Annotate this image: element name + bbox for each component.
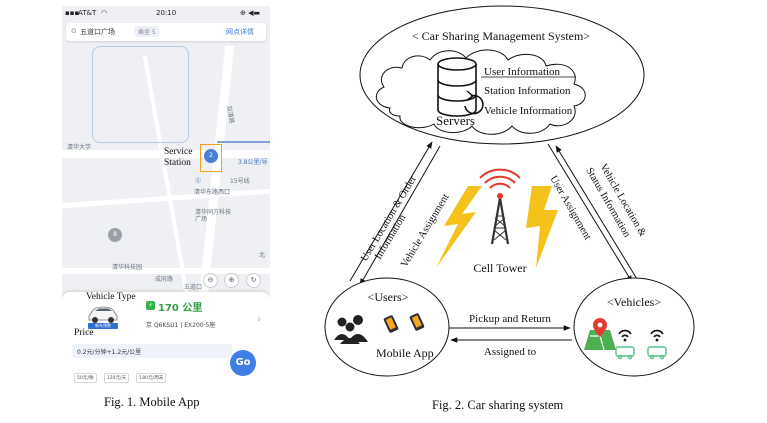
management-system-title: < Car Sharing Management System> xyxy=(412,29,590,43)
price-chip-weekend[interactable]: 180元/周末 xyxy=(136,373,167,383)
map-label-wudaokou: 五道口 xyxy=(184,284,203,291)
battery-icon: ⊕ ◀▬ xyxy=(240,9,261,17)
road-horizontal xyxy=(62,150,270,158)
road-lower xyxy=(62,268,270,274)
pickup-return-label: Pickup and Return xyxy=(469,313,551,325)
carrier-label: AT&T xyxy=(78,9,97,17)
mobile-app-label: Mobile App xyxy=(376,346,434,360)
assigned-to-label: Assigned to xyxy=(484,346,537,358)
price-chip-day[interactable]: 120元/天 xyxy=(103,373,130,383)
map-label-station-west: 清华东路西口 xyxy=(194,189,231,196)
station-details-button[interactable]: 网点详情 xyxy=(226,28,254,36)
locate-icon[interactable]: ⊕ xyxy=(224,273,239,288)
map-label-tsinghua: 清华大学 xyxy=(67,144,92,151)
info-user: User Information xyxy=(484,66,561,78)
map-boundary xyxy=(92,46,189,143)
battery-range-icon: ⚡ xyxy=(146,301,155,310)
location-pin-icon: ⊙ xyxy=(71,27,77,35)
clock-label: 20:10 xyxy=(156,9,177,17)
location-bar[interactable]: ⊙ 五道口广场 乘坐 5 网点详情 xyxy=(66,23,266,41)
vehicle-plate-model: 京 Q6KSU1 | EX200·5座 xyxy=(146,322,216,329)
database-icon xyxy=(437,57,477,117)
connected-car-icon xyxy=(618,329,664,338)
info-station: Station Information xyxy=(484,85,571,97)
wifi-icon: ◠ xyxy=(101,9,108,17)
status-bar: ▪▪▪ AT&T ◠ 20:10 ⊕ ◀▬ xyxy=(62,6,270,20)
fig2-caption: Fig. 2. Car sharing system xyxy=(432,398,564,412)
current-location: 五道口广场 xyxy=(80,28,115,36)
sync-icon xyxy=(464,90,484,115)
chevron-right-icon[interactable]: › xyxy=(257,314,261,325)
fig1-caption: Fig. 1. Mobile App xyxy=(104,395,200,409)
phone-in-hand-icon xyxy=(383,313,425,333)
vehicle-panel[interactable]: 新车预警 ⚡ 170 公里 京 Q6KSU1 | EX200·5座 › 0.2元… xyxy=(62,292,270,384)
nearby-station-marker[interactable]: 8 xyxy=(108,228,122,242)
car-thumbnail: 新车预警 xyxy=(86,302,120,330)
price-chips: 50元/晚 120元/天 180元/周末 xyxy=(74,364,168,383)
signal-icon: ▪▪▪ xyxy=(65,9,80,17)
annotation-vehicle-type: Vehicle Type xyxy=(86,292,136,302)
info-vehicle: Vehicle Information xyxy=(484,105,573,117)
vehicles-title: <Vehicles> xyxy=(607,295,661,309)
lightning-left-icon xyxy=(436,186,482,268)
price-chip-night[interactable]: 50元/晚 xyxy=(74,373,97,383)
map-label-north: 北 xyxy=(259,252,266,259)
refresh-icon[interactable]: ↻ xyxy=(246,273,261,288)
subway-icon: Ⓢ xyxy=(195,178,202,185)
cell-tower-label: Cell Tower xyxy=(473,261,526,275)
car-badge: 新车预警 xyxy=(88,323,118,329)
servers-label: Servers xyxy=(436,113,475,128)
cell-tower-icon xyxy=(479,168,521,245)
map-label-shuangqing: 双清路 xyxy=(225,105,236,125)
map-view[interactable]: 清华大学 双清路 3.8公里/导 15号线 清华东路西口 清华同方科技广场 清华… xyxy=(62,46,270,296)
zoom-button[interactable]: ⊖ xyxy=(203,273,218,288)
users-group-icon xyxy=(334,315,368,344)
mobile-app-screenshot: ▪▪▪ AT&T ◠ 20:10 ⊕ ◀▬ ⊙ 五道口广场 乘坐 5 网点详情 … xyxy=(62,6,270,384)
map-label-science-park: 清华科技园 xyxy=(112,264,143,271)
annotation-price: Price xyxy=(74,328,94,338)
cloud-shape xyxy=(375,49,586,135)
station-marker[interactable]: 2 xyxy=(204,149,218,163)
ride-switch[interactable]: 乘坐 5 xyxy=(134,26,160,37)
vehicles-ellipse xyxy=(573,277,695,377)
go-button[interactable]: Go xyxy=(230,350,256,376)
map-pin-icon xyxy=(584,318,616,351)
map-label-distance: 3.8公里/导 xyxy=(238,159,268,166)
users-title: <Users> xyxy=(368,290,409,304)
right-label-user-assignment: User Assignment xyxy=(547,174,593,242)
vehicle-range: 170 公里 xyxy=(158,303,203,314)
price-bar: 0.2元/分钟+1.2元/公里 xyxy=(72,344,232,358)
price-text: 0.2元/分钟+1.2元/公里 xyxy=(77,349,142,356)
car-icons xyxy=(615,346,667,360)
lightning-right-icon xyxy=(526,186,558,268)
map-label-line15: 15号线 xyxy=(230,178,250,185)
map-label-chengfu: 成府路 xyxy=(155,276,174,283)
service-station-highlight xyxy=(200,144,222,172)
map-label-tongfang: 清华同方科技广场 xyxy=(195,209,232,223)
annotation-service-station: Service Station xyxy=(164,147,193,168)
car-sharing-diagram: < Car Sharing Management System> Servers… xyxy=(324,5,695,377)
route-line xyxy=(217,141,270,143)
